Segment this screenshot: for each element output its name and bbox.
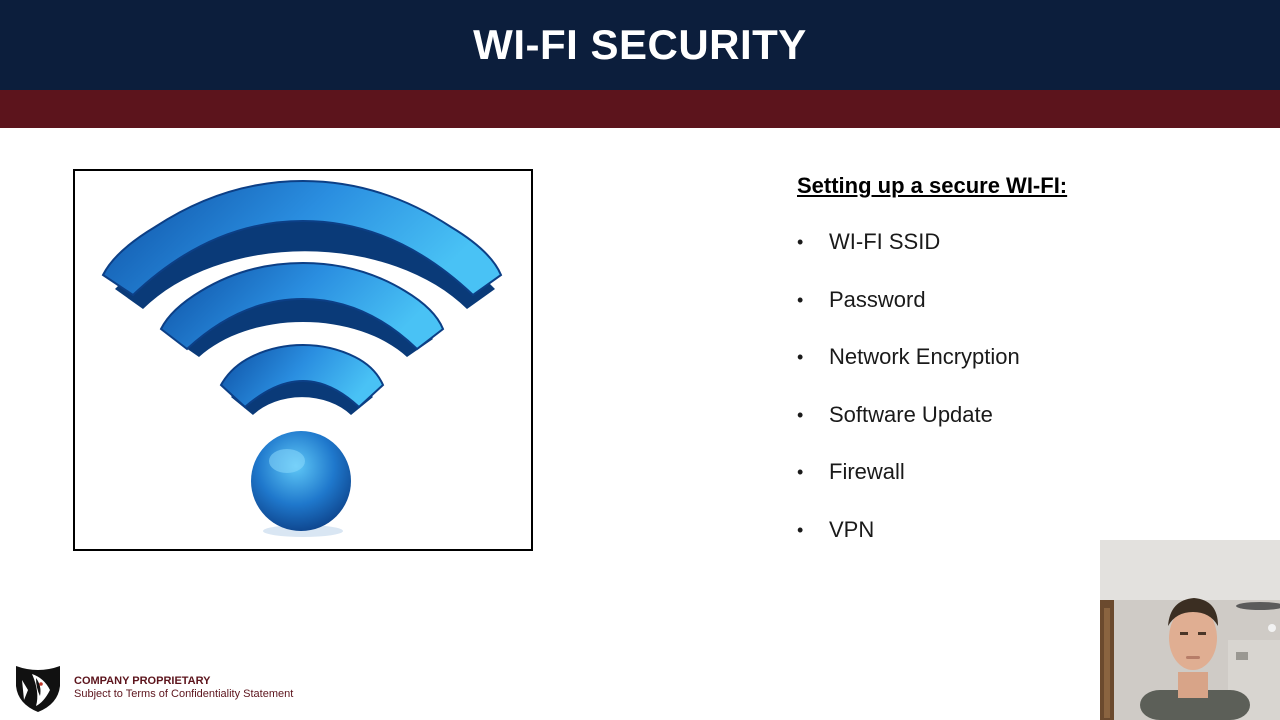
slide-footer: COMPANY PROPRIETARY Subject to Terms of … xyxy=(14,662,293,714)
presenter-video-frame xyxy=(1100,540,1280,720)
bullet-icon: • xyxy=(797,232,804,252)
wifi-image-frame xyxy=(73,169,533,551)
wifi-dot xyxy=(251,431,351,531)
bullet-text: VPN xyxy=(829,516,875,542)
wifi-arc-middle xyxy=(159,261,445,351)
content-panel: Setting up a secure WI-FI: • WI-FI SSID … xyxy=(797,170,1217,542)
header-band xyxy=(0,90,1280,128)
slide-title: WI-FI SECURITY xyxy=(473,21,807,68)
bullet-text: Network Encryption xyxy=(829,344,1020,370)
bullet-text: Password xyxy=(829,286,926,312)
footer-text: COMPANY PROPRIETARY Subject to Terms of … xyxy=(74,675,293,701)
bullet-text: Software Update xyxy=(829,401,993,427)
wifi-signal-icon xyxy=(101,179,503,537)
content-heading: Setting up a secure WI-FI: xyxy=(797,173,1068,198)
bullet-icon: • xyxy=(797,347,804,368)
footer-title: COMPANY PROPRIETARY xyxy=(74,675,211,687)
wifi-arc-inner xyxy=(219,343,385,409)
bullet-icon: • xyxy=(797,462,804,483)
bullet-text: WI-FI SSID xyxy=(829,229,941,254)
bullet-icon: • xyxy=(797,519,804,540)
footer-subtitle: Subject to Terms of Confidentiality Stat… xyxy=(74,688,294,700)
shield-logo-icon xyxy=(16,666,60,712)
bullet-icon: • xyxy=(797,289,804,310)
bullet-text: Firewall xyxy=(829,459,905,485)
slide-header: WI-FI SECURITY xyxy=(0,0,1280,90)
wifi-arc-outer xyxy=(101,179,503,297)
bullet-icon: • xyxy=(797,404,804,425)
presenter-webcam xyxy=(1100,540,1280,720)
